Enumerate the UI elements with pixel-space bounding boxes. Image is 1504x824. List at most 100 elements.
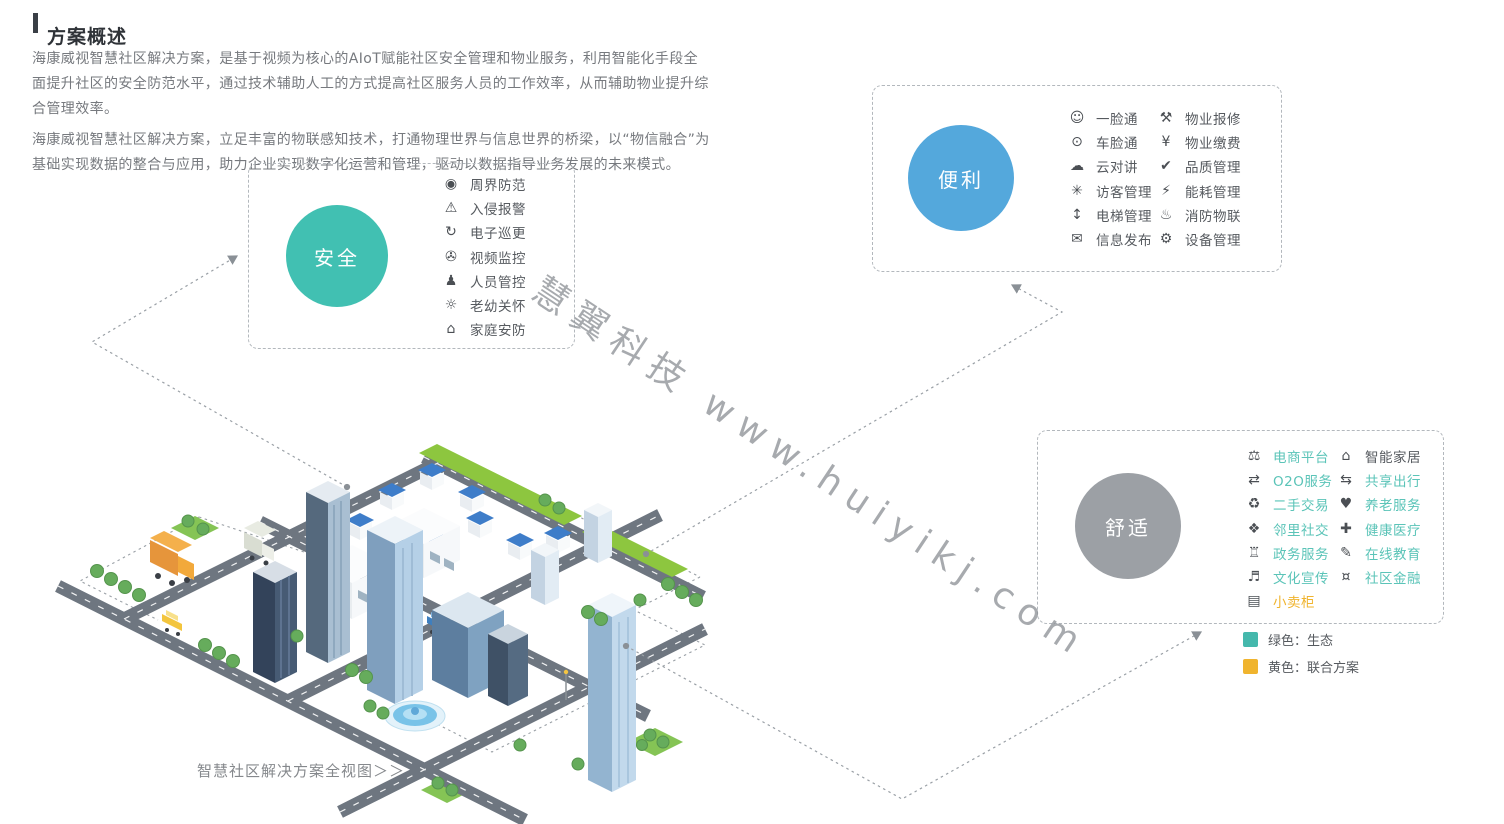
fire-iot-icon: ♨ (1159, 206, 1173, 223)
perimeter-icon: ◉ (444, 176, 458, 193)
comfort-feature-list-left: ⚖电商平台⇄O2O服务♻二手交易❖邻里社交♖政务服务♬文化宣传▤小卖柜 (1244, 444, 1332, 613)
trees (90, 493, 703, 797)
feature-item: ♥养老服务 (1336, 492, 1421, 516)
secondhand-icon: ♻ (1247, 496, 1261, 513)
feature-item: ⚖电商平台 (1244, 444, 1332, 468)
finance-icon: ¤ (1341, 569, 1351, 586)
convenience-circle: 便利 (908, 125, 1014, 231)
feature-item: ◉ 周界防范 (441, 172, 526, 196)
feature-item-label: 消防物联 (1185, 208, 1241, 225)
connector-comfort (622, 631, 1203, 800)
culture-icon: ♬ (1247, 569, 1261, 586)
payment-icon: ¥ (1161, 134, 1171, 151)
feature-item-label: 政务服务 (1273, 546, 1329, 563)
safety-feature-list: ◉周界防范⚠入侵报警↻电子巡更✇视频监控♟人员管控☼老幼关怀⌂家庭安防 (441, 172, 526, 341)
safety-panel: 安全 ◉周界防范⚠入侵报警↻电子巡更✇视频监控♟人员管控☼老幼关怀⌂家庭安防 (248, 163, 575, 349)
legend-row-eco: 绿色：生态 (1243, 630, 1359, 649)
feature-item-label: 周界防范 (470, 178, 526, 195)
legend-label-eco: 绿色：生态 (1268, 634, 1334, 649)
shared-mobility-icon: ⇆ (1340, 472, 1352, 489)
device-management-icon: ⚙ (1159, 231, 1173, 248)
comfort-circle-label: 舒适 (1105, 515, 1151, 540)
feature-item: ✚ 健康医疗 (1336, 517, 1421, 541)
safety-circle: 安全 (286, 205, 388, 307)
intrusion-alarm-icon: ⚠ (444, 200, 458, 217)
safety-circle-label: 安全 (314, 245, 360, 270)
convenience-panel: 便利 ☺一脸通 ⊙ 车脸通 ☁ 云对讲 ✳访客管理 ↕ 电梯管理 ✉信息发布 ⚒ 物业报修 ¥ 物业缴… (872, 85, 1282, 272)
vehicle-access-icon: ⊙ (1071, 134, 1083, 151)
feature-item-label: 电梯管理 (1096, 208, 1152, 225)
feature-item-label: 二手交易 (1273, 498, 1329, 515)
midrise-buildings (531, 503, 612, 605)
feature-item-label: 一脸通 (1096, 112, 1138, 129)
legend-row-joint: 黄色：联合方案 (1243, 657, 1359, 676)
energy-icon: ⚡ (1161, 182, 1171, 199)
cloud-intercom-icon: ☁ (1070, 158, 1084, 175)
page-title: 方案概述 (47, 25, 128, 48)
feature-item-label: 设备管理 (1185, 233, 1241, 250)
feature-item-label: 信息发布 (1096, 233, 1152, 250)
feature-item-label: 智能家居 (1365, 450, 1421, 467)
feature-item: ⚙ 设备管理 (1156, 227, 1241, 251)
care-icon: ☼ (444, 297, 458, 314)
o2o-icon: ⇄ (1248, 472, 1260, 489)
ecommerce-icon: ⚖ (1247, 448, 1261, 465)
full-view-link[interactable]: 智慧社区解决方案全视图＞＞ (197, 762, 406, 780)
feature-item-label: 邻里社交 (1273, 522, 1329, 539)
feature-item: ✇ 视频监控 (441, 245, 526, 269)
feature-item: ⊙ 车脸通 (1067, 130, 1152, 154)
feature-item-label: 入侵报警 (470, 202, 526, 219)
intro-text: 海康威视智慧社区解决方案，是基于视频为核心的AIoT赋能社区安全管理和物业服务，… (32, 47, 712, 184)
feature-item: ⌂ 智能家居 (1336, 444, 1421, 468)
home-security-icon: ⌂ (446, 321, 456, 338)
feature-item-label: 人员管控 (470, 274, 526, 291)
feature-item: ♖ 政务服务 (1244, 541, 1332, 565)
feature-item: ♨ 消防物联 (1156, 203, 1241, 227)
fountain (384, 700, 446, 732)
feature-item: ⇄ O2O服务 (1244, 468, 1332, 492)
feature-item: ✎在线教育 (1336, 541, 1421, 565)
feature-item: ⚒ 物业报修 (1156, 106, 1241, 130)
feature-item: ✉信息发布 (1067, 227, 1152, 251)
feature-item: ↻电子巡更 (441, 220, 526, 244)
connector-convenience (642, 284, 1064, 558)
feature-item: ❖ 邻里社交 (1244, 517, 1332, 541)
yellow-swatch-icon (1243, 659, 1258, 674)
feature-item-label: 家庭安防 (470, 323, 526, 340)
elevator-icon: ↕ (1071, 206, 1083, 223)
intro-paragraph-2: 海康威视智慧社区解决方案，立足丰富的物联感知技术，打通物理世界与信息世界的桥梁，… (32, 132, 710, 173)
feature-item-label: 品质管理 (1185, 160, 1241, 177)
neighborhood-icon: ❖ (1247, 520, 1261, 537)
comfort-panel: 舒适 ⚖电商平台⇄O2O服务♻二手交易❖邻里社交♖政务服务♬文化宣传▤小卖柜 ⌂… (1037, 430, 1444, 624)
feature-item-label: 社区金融 (1365, 571, 1421, 588)
feature-item: ↕ 电梯管理 (1067, 203, 1152, 227)
elderly-care-icon: ♥ (1339, 496, 1353, 513)
repair-icon: ⚒ (1159, 110, 1173, 127)
feature-item-label: O2O服务 (1273, 474, 1333, 491)
government-icon: ♖ (1247, 544, 1261, 561)
feature-item: ♬文化宣传 (1244, 565, 1332, 589)
personnel-icon: ♟ (444, 272, 458, 289)
feature-item-label: 云对讲 (1096, 160, 1138, 177)
smart-home-icon: ⌂ (1341, 448, 1351, 465)
feature-item: ✳访客管理 (1067, 179, 1152, 203)
comfort-circle: 舒适 (1075, 473, 1181, 579)
convenience-feature-list-right: ⚒物业报修¥物业缴费✔品质管理⚡能耗管理♨消防物联⚙设备管理 (1156, 106, 1241, 251)
patrol-icon: ↻ (445, 224, 457, 241)
feature-item-label: 物业报修 (1185, 112, 1241, 129)
feature-item-label: 车脸通 (1096, 136, 1138, 153)
convenience-feature-list-left: ☺一脸通 ⊙ 车脸通 ☁ 云对讲 ✳访客管理 ↕ 电梯管理 ✉信息发布 (1067, 106, 1152, 251)
street-light (563, 669, 569, 700)
feature-item-label: 小卖柜 (1273, 595, 1315, 612)
feature-item-label: 视频监控 (470, 250, 526, 267)
feature-item: ☺一脸通 (1067, 106, 1152, 130)
cctv-icon: ✇ (445, 248, 457, 265)
feature-item: ⚠ 入侵报警 (441, 196, 526, 220)
legend: 绿色：生态 黄色：联合方案 (1243, 630, 1359, 684)
healthcare-icon: ✚ (1340, 520, 1352, 537)
convenience-circle-label: 便利 (938, 167, 984, 192)
feature-item-label: 健康医疗 (1365, 522, 1421, 539)
feature-item-label: 物业缴费 (1185, 136, 1241, 153)
feature-item: ¥ 物业缴费 (1156, 130, 1241, 154)
